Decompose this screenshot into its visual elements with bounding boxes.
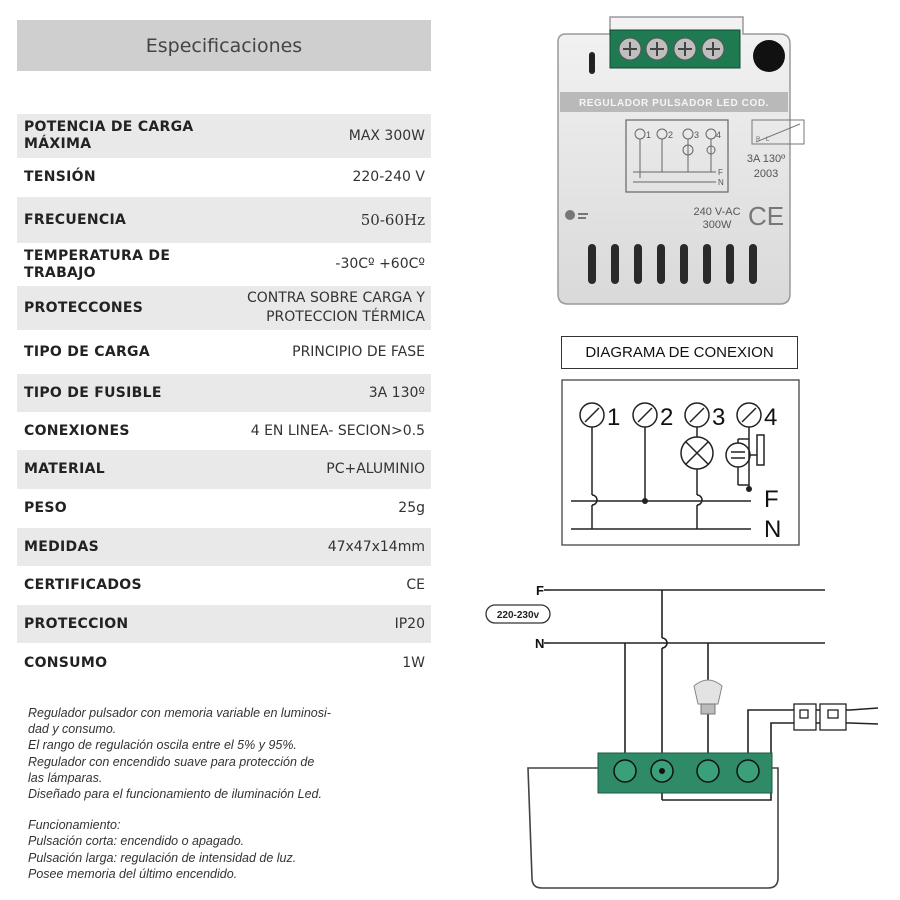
spec-label: CONEXIONES <box>24 422 130 439</box>
spec-label: TEMPERATURA DE TRABAJO <box>24 247 171 281</box>
spec-row: TENSIÓN 220-240 V <box>17 158 431 197</box>
spec-row: CONEXIONES 4 EN LINEA- SECION>0.5 <box>17 412 431 450</box>
spec-row: CERTIFICADOS CE <box>17 566 431 605</box>
spec-value: 220-240 V <box>352 169 425 185</box>
diagram-terminal-4: 4 <box>764 404 777 431</box>
description: Regulador pulsador con memoria variable … <box>28 705 398 882</box>
spec-row: TEMPERATURA DE TRABAJO -30Cº +60Cº <box>17 243 431 286</box>
spec-label: MEDIDAS <box>24 538 99 555</box>
spec-table: POTENCIA DE CARGA MÁXIMA MAX 300W TENSIÓN 2… <box>17 114 431 683</box>
spec-label: TENSIÓN <box>24 169 96 185</box>
spec-value: 3A 130º <box>368 384 425 401</box>
wiring-n-label: N <box>535 636 544 651</box>
diagram-title-text: DIAGRAMA DE CONEXION <box>585 344 774 361</box>
spec-row: MEDIDAS 47x47x14mm <box>17 528 431 566</box>
spec-label: PESO <box>24 500 68 516</box>
ce-mark: CE <box>748 201 784 231</box>
diagram-n-label: N <box>764 516 781 543</box>
spec-label: POTENCIA DE CARGA MÁXIMA <box>24 119 194 152</box>
spec-label: MATERIAL <box>24 461 105 477</box>
device-body <box>557 16 791 305</box>
spec-row: PROTECCION IP20 <box>17 605 431 643</box>
spec-label: TIPO DE FUSIBLE <box>24 384 162 401</box>
spec-label: FRECUENCIA <box>24 211 127 228</box>
description-paragraph: Regulador pulsador con memoria variable … <box>28 706 331 802</box>
diagram-terminal-1: 1 <box>607 404 620 431</box>
mini-n-label: N <box>718 178 724 187</box>
device-code: 2003 <box>754 168 778 180</box>
voltage-badge-text: 220-230v <box>497 610 540 621</box>
wiring-illustration: 220-230v F N <box>485 583 879 889</box>
spec-value: IP20 <box>394 615 425 632</box>
spec-label: TIPO DE CARGA <box>24 343 150 360</box>
spec-value: 25g <box>398 500 425 516</box>
spec-row: TIPO DE FUSIBLE 3A 130º <box>17 374 431 412</box>
spec-value: CE <box>406 577 425 593</box>
spec-row: FRECUENCIA 50-60Hz <box>17 197 431 243</box>
spec-row: TIPO DE CARGA PRINCIPIO DE FASE <box>17 330 431 374</box>
spec-label: PROTECCONES <box>24 299 144 316</box>
spec-row: PROTECCONES CONTRA SOBRE CARGA Y PROTECCI… <box>17 286 431 330</box>
device-label-strip: REGULADOR PULSADOR LED COD. <box>579 98 769 109</box>
spec-row: CONSUMO 1W <box>17 643 431 683</box>
spec-value: CONTRA SOBRE CARGA Y PROTECCION TÉRMICA <box>246 290 425 325</box>
pushbutton-switch-icon <box>793 703 847 731</box>
spec-row: MATERIAL PC+ALUMINIO <box>17 450 431 489</box>
spec-label: CONSUMO <box>24 654 108 671</box>
spec-value: 50-60Hz <box>360 210 425 229</box>
fuse-rating: 3A 130º <box>747 153 785 165</box>
wiring-f-label: F <box>536 583 544 598</box>
spec-value: PC+ALUMINIO <box>326 461 425 477</box>
connection-diagram: 1 2 3 4 F N <box>561 379 800 546</box>
ventilation-slots <box>588 244 757 284</box>
spec-header: Especificaciones <box>17 20 431 71</box>
spec-value: 4 EN LINEA- SECION>0.5 <box>250 422 425 439</box>
diagram-f-label: F <box>764 486 779 513</box>
spec-value: 47x47x14mm <box>327 538 425 555</box>
mini-f-label: F <box>718 168 723 177</box>
mini-terminal-1: 1 <box>646 130 651 140</box>
spec-label: CERTIFICADOS <box>24 577 142 593</box>
device-illustration: REGULADOR PULSADOR LED COD. 1 2 3 4 F N … <box>557 16 805 305</box>
spec-label: PROTECCION <box>24 615 129 632</box>
diagram-terminal-3: 3 <box>712 404 725 431</box>
rl-l: L <box>766 137 770 143</box>
spec-value: -30Cº +60Cº <box>335 256 425 272</box>
spec-row: PESO 25g <box>17 489 431 528</box>
spec-value: 1W <box>402 654 425 671</box>
spec-value: PRINCIPIO DE FASE <box>292 343 425 360</box>
spec-value: MAX 300W <box>348 127 425 144</box>
mini-terminal-2: 2 <box>668 130 673 140</box>
terminal-screws <box>618 37 725 61</box>
voltage-badge <box>485 604 551 624</box>
device-voltage: 240 V-AC <box>693 206 740 218</box>
diagram-title: DIAGRAMA DE CONEXION <box>561 336 798 369</box>
mini-terminal-4: 4 <box>716 130 721 140</box>
spec-row: POTENCIA DE CARGA MÁXIMA MAX 300W <box>17 114 431 158</box>
brand-logo-icon <box>565 210 588 220</box>
spec-title: Especificaciones <box>145 34 303 57</box>
operation-paragraph: Funcionamiento: Pulsación corta: encendi… <box>28 818 297 881</box>
push-button <box>753 40 785 72</box>
device-power: 300W <box>703 219 732 231</box>
mini-terminal-3: 3 <box>694 130 699 140</box>
rl-r: R <box>756 137 761 143</box>
diagram-terminal-2: 2 <box>660 404 673 431</box>
lamp-bulb-icon <box>693 679 723 715</box>
